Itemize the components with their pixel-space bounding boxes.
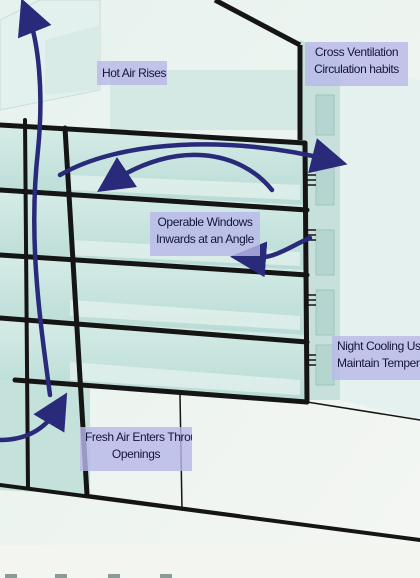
fresh-air-arrow [0, 392, 68, 443]
operable-windows-label: Operable Windows Inwards at an Angle [150, 212, 260, 256]
ground-marks [5, 574, 172, 578]
hot-air-text: Hot Air Rises [102, 66, 167, 80]
right-facade-bays [315, 94, 335, 386]
operable-windows-line-2: Inwards at an Angle [156, 232, 254, 246]
structural-frame [0, 118, 420, 542]
hot-air-arrow [17, 0, 53, 398]
fresh-air-line-2: Openings [111, 447, 161, 461]
fresh-air-line-1: Fresh Air Enters Through [85, 430, 192, 444]
cross-ventilation-label: Cross Ventilation Circulation habits [305, 42, 408, 86]
operable-windows-line-1: Operable Windows [157, 215, 253, 229]
cross-vent-arrow-outward [57, 138, 348, 178]
night-cooling-line-1: Night Cooling Use [337, 339, 420, 353]
roof-lines [213, 0, 303, 140]
operable-window-stubs [307, 174, 316, 366]
ground-strip [0, 545, 420, 578]
cross-vent-arrow-inward [97, 152, 275, 193]
cross-ventilation-line-2: Circulation habits [314, 62, 399, 76]
cross-ventilation-line-1: Cross Ventilation [314, 45, 399, 59]
window-inflow-arrow [230, 235, 313, 278]
fresh-air-label: Fresh Air Enters Through Openings [80, 427, 192, 471]
airflow-arrows [0, 0, 348, 443]
night-cooling-label: Night Cooling Use Maintain Tempera [332, 336, 420, 380]
night-cooling-line-2: Maintain Tempera [337, 356, 420, 370]
hot-air-label: Hot Air Rises [97, 61, 167, 85]
